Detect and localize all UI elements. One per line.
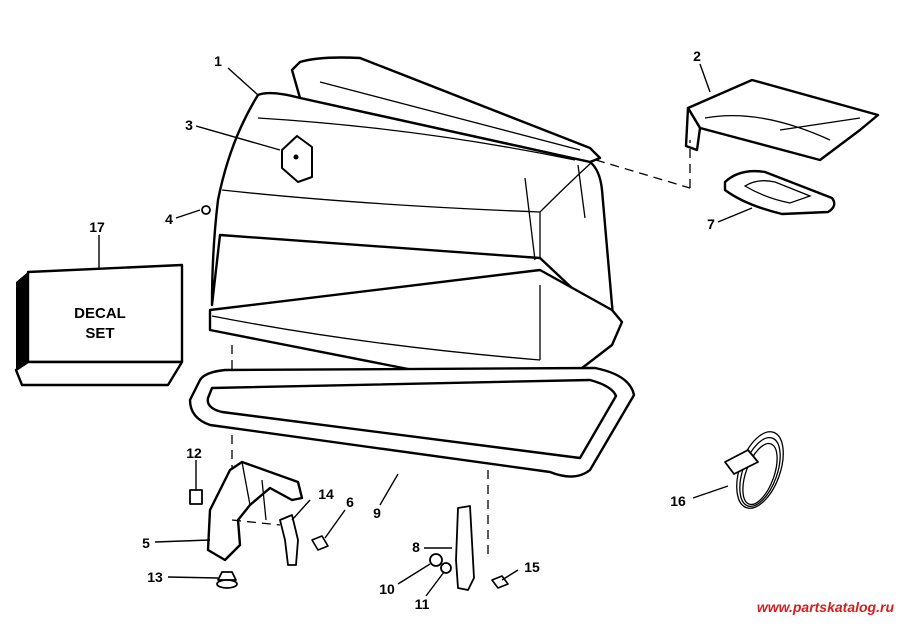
callout-16: 16 xyxy=(670,493,686,509)
callout-10: 10 xyxy=(379,581,395,597)
cable-coil xyxy=(724,431,784,509)
callout-3: 3 xyxy=(185,117,193,133)
watermark: www.partskatalog.ru xyxy=(757,599,895,615)
callout-1: 1 xyxy=(214,53,222,69)
callout-7: 7 xyxy=(707,216,715,232)
callout-11: 11 xyxy=(415,596,430,612)
mount-bracket xyxy=(189,460,304,562)
grommet xyxy=(216,571,238,589)
callout-12: 12 xyxy=(186,445,202,461)
decal-line-2: SET xyxy=(85,325,114,342)
latch-link xyxy=(429,505,509,591)
clip-and-bolt xyxy=(231,514,329,566)
callout-8: 8 xyxy=(412,539,420,555)
callout-15: 15 xyxy=(524,559,540,575)
seal-ring xyxy=(188,366,636,478)
decal-set-box: DECAL SET xyxy=(14,263,184,387)
air-intake-cover xyxy=(595,78,880,189)
decal-line-1: DECAL xyxy=(74,305,126,322)
callout-14: 14 xyxy=(318,486,334,502)
callout-5: 5 xyxy=(142,535,150,551)
callout-2: 2 xyxy=(693,48,701,64)
callout-6: 6 xyxy=(346,494,354,510)
cover-emblem xyxy=(281,135,313,183)
screw-4 xyxy=(201,205,211,215)
callout-13: 13 xyxy=(147,569,163,585)
callout-4: 4 xyxy=(165,211,173,227)
gasket xyxy=(723,169,836,216)
callout-labels: 1 2 3 4 7 17 12 14 6 9 5 13 8 10 11 15 1… xyxy=(89,48,715,612)
leader-lines xyxy=(98,63,753,597)
callout-17: 17 xyxy=(89,219,105,235)
callout-9: 9 xyxy=(373,505,381,521)
